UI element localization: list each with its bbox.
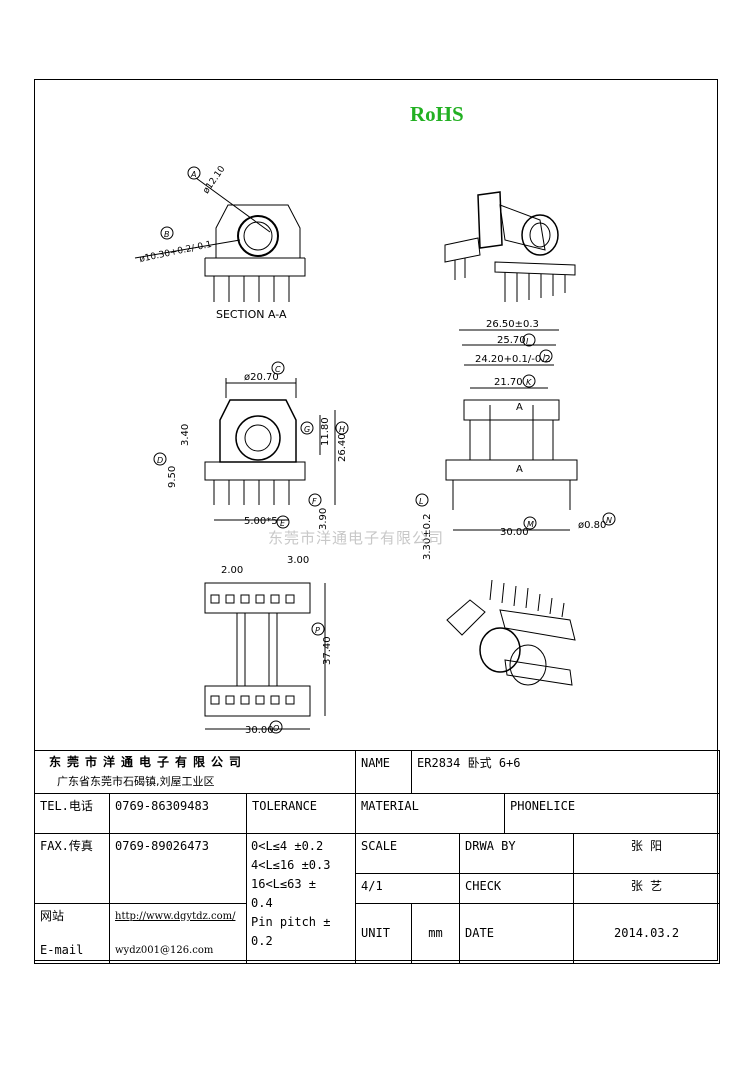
svg-text:P: P — [315, 626, 320, 635]
dim-h: 26.40 — [337, 433, 348, 462]
dim-m: 30.00 — [500, 527, 529, 538]
date-label: DATE — [459, 903, 575, 964]
dim-n: ø0.80 — [578, 520, 606, 531]
svg-text:F: F — [312, 497, 317, 506]
scale-value: 4/1 — [355, 873, 461, 904]
drawby-value: 张 阳 — [573, 833, 721, 874]
tel-value: 0769-86309483 — [109, 793, 247, 834]
web-email-values: http://www.dgytdz.com/ wydz001@126.com — [109, 903, 247, 964]
dim-i: 26.50±0.3 — [486, 319, 539, 330]
fax-value: 0769-89026473 — [109, 833, 247, 904]
dim-k: 21.70 — [494, 377, 523, 388]
unit-value: mm — [411, 903, 461, 964]
svg-text:I: I — [526, 337, 529, 346]
web-label: 网站 — [40, 909, 65, 923]
dim-p: 37.40 — [322, 636, 333, 665]
name-value: ER2834 卧式 6+6 — [411, 750, 721, 794]
svg-text:O: O — [273, 724, 279, 733]
name-label: NAME — [355, 750, 413, 794]
title-block: 东莞市洋通电子有限公司 广东省东莞市石碣镇,刘屋工业区 NAME ER2834 … — [33, 750, 721, 964]
date-value: 2014.03.2 — [573, 903, 721, 964]
scale-label: SCALE — [355, 833, 461, 874]
watermark: 东莞市洋通电子有限公司 — [268, 529, 445, 547]
section-view: SECTION A-A ø12.10 ø10.30+0.2/-0.1 A B — [134, 164, 306, 321]
website-link[interactable]: http://www.dgytdz.com/ — [115, 911, 236, 922]
dim-d2: 9.50 — [167, 466, 178, 488]
dim-l: 3.30±0.2 — [422, 513, 433, 560]
dim-d1: 3.40 — [180, 424, 191, 446]
phonelice-label: PHONELICE — [504, 793, 721, 834]
svg-text:J: J — [541, 353, 546, 362]
side-view: 26.50±0.3 25.70 24.20+0.1/-0.2 21.70 A A… — [415, 319, 616, 560]
dim-f: 3.90 — [318, 508, 329, 530]
svg-text:D: D — [157, 456, 163, 465]
check-value: 张 艺 — [573, 873, 721, 904]
svg-text:H: H — [339, 425, 345, 434]
section-label: SECTION A-A — [216, 308, 287, 321]
dim-j: 24.20+0.1/-0.2 — [475, 354, 551, 365]
dim-top2: 3.00 — [287, 555, 309, 566]
dim-c: ø20.70 — [244, 372, 279, 383]
isometric-view-bottom — [446, 579, 576, 686]
email-value[interactable]: wydz001@126.com — [115, 945, 214, 956]
company-address: 广东省东莞市石碣镇,刘屋工业区 — [57, 775, 215, 788]
svg-text:K: K — [526, 378, 532, 387]
svg-text:B: B — [164, 230, 170, 239]
svg-text:L: L — [419, 497, 423, 506]
front-view: ø20.70 26.40 11.80 3.40 9.50 5.00*5 3.90… — [153, 361, 349, 530]
svg-text:E: E — [280, 519, 286, 528]
dim-top1: 2.00 — [221, 565, 243, 576]
svg-text:A: A — [190, 170, 196, 179]
unit-label: UNIT — [355, 903, 413, 964]
dim-b: ø10.30+0.2/-0.1 — [139, 240, 213, 265]
check-label: CHECK — [459, 873, 575, 904]
tel-label: TEL.电话 — [34, 793, 110, 834]
isometric-view-top — [444, 191, 576, 302]
dim-o: 30.00 — [245, 725, 274, 736]
material-label: MATERIAL — [355, 793, 506, 834]
drawby-label: DRWA BY — [459, 833, 575, 874]
dim-i2: 25.70 — [497, 335, 526, 346]
top-view: 30.00 37.40 2.00 3.00 O P — [204, 555, 333, 736]
email-label: E-mail — [40, 943, 84, 957]
svg-text:M: M — [527, 520, 534, 529]
fax-label: FAX.传真 — [34, 833, 110, 904]
company-name: 东莞市洋通电子有限公司 — [49, 755, 248, 769]
technical-drawing: SECTION A-A ø12.10 ø10.30+0.2/-0.1 A B ø… — [134, 164, 616, 736]
svg-text:C: C — [275, 365, 281, 374]
rohs-label: RoHS — [410, 102, 464, 126]
svg-text:G: G — [304, 425, 310, 434]
sec-a-bottom: A — [516, 464, 523, 475]
dim-g: 11.80 — [320, 417, 331, 446]
dim-e: 5.00*5 — [244, 516, 278, 527]
web-email-labels: 网站 E-mail — [34, 903, 110, 964]
tolerance-label: TOLERANCE — [245, 793, 357, 834]
sec-a-top: A — [516, 402, 523, 413]
tolerance-values: 0<L≤4 ±0.2 4<L≤16 ±0.3 16<L≤63 ± 0.4 Pin… — [245, 833, 357, 964]
svg-text:N: N — [606, 516, 612, 525]
